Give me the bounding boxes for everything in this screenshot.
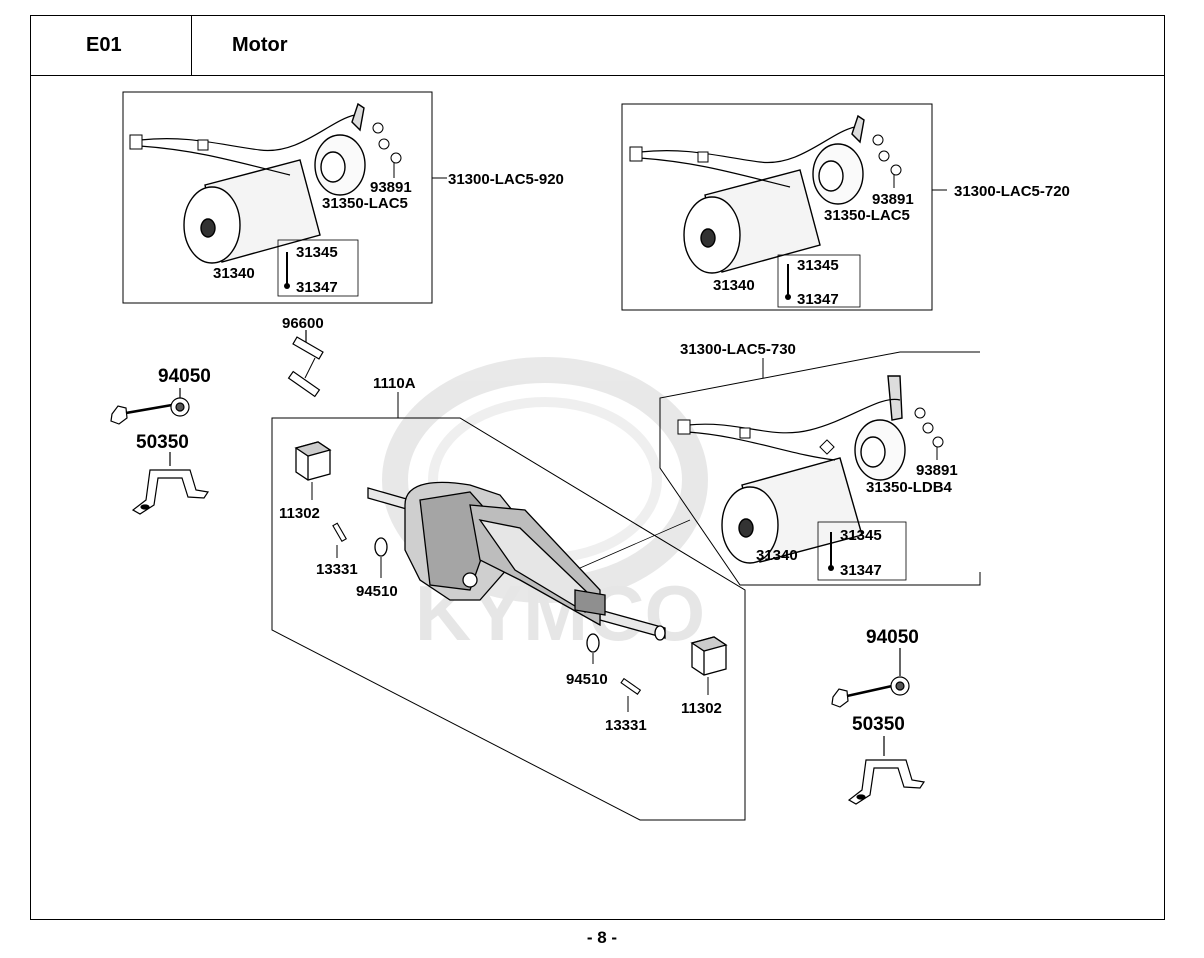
oring-94510-right-icon (586, 633, 600, 664)
label-31345-b: 31345 (797, 257, 839, 274)
label-94510-right: 94510 (566, 671, 608, 688)
label-11302-left: 11302 (279, 505, 320, 522)
label-31300-lac5-720: 31300-LAC5-720 (954, 183, 1070, 200)
label-11302-right: 11302 (681, 700, 722, 717)
key-13331-left-icon (332, 522, 347, 558)
cap-11302-left-icon (294, 441, 332, 500)
label-94050-left: 94050 (158, 366, 211, 387)
label-31300-lac5-730: 31300-LAC5-730 (680, 341, 796, 358)
label-31347-c: 31347 (840, 562, 882, 579)
label-31347-a: 31347 (296, 279, 338, 296)
bolts-96600-icon (287, 330, 324, 398)
label-50350-left: 50350 (136, 432, 189, 453)
label-93891-b: 93891 (872, 191, 914, 208)
label-31350-ldb4: 31350-LDB4 (866, 479, 953, 496)
screw-93891-a-icon (372, 122, 402, 164)
cable-94050-left-icon (110, 388, 190, 425)
label-94050-right: 94050 (866, 627, 919, 648)
label-31340-c: 31340 (756, 547, 798, 564)
cable-94050-right-icon (831, 648, 910, 708)
label-31300-lac5-920: 31300-LAC5-920 (448, 171, 564, 188)
transaxle-1110a-group (271, 392, 746, 821)
section-title: Motor (232, 34, 288, 56)
label-93891-a: 93891 (370, 179, 412, 196)
screw-93891-c-icon (914, 407, 944, 448)
page-number: - 8 - (586, 928, 618, 947)
label-31350-lac5-b: 31350-LAC5 (824, 207, 910, 224)
motor-assy-720 (621, 103, 947, 311)
bracket-50350-right-icon (847, 736, 926, 805)
screw-93891-b-icon (872, 134, 902, 176)
key-13331-right-icon (620, 677, 642, 712)
label-96600: 96600 (282, 315, 324, 332)
label-94510-left: 94510 (356, 583, 398, 600)
label-31345-a: 31345 (296, 244, 338, 261)
oring-94510-left-icon (374, 537, 388, 578)
label-31340-b: 31340 (713, 277, 755, 294)
label-31350-lac5-a: 31350-LAC5 (322, 195, 408, 212)
page-frame (30, 15, 1165, 920)
section-code: E01 (86, 34, 122, 56)
label-50350-right: 50350 (852, 714, 905, 735)
label-31347-b: 31347 (797, 291, 839, 308)
motor-assy-920 (122, 91, 447, 304)
transaxle-1110a-icon (367, 481, 666, 641)
label-93891-c: 93891 (916, 462, 958, 479)
label-31345-c: 31345 (840, 527, 882, 544)
label-31340-a: 31340 (213, 265, 255, 282)
motor-assy-730 (659, 351, 981, 586)
cap-11302-right-icon (690, 636, 728, 695)
label-1110a: 1110A (373, 375, 416, 392)
motor-920-body (183, 102, 366, 264)
bracket-50350-left-icon (131, 452, 210, 515)
header-divider (30, 75, 1165, 76)
label-13331-left: 13331 (316, 561, 358, 578)
label-13331-right: 13331 (605, 717, 647, 734)
motor-720-body (683, 114, 865, 274)
